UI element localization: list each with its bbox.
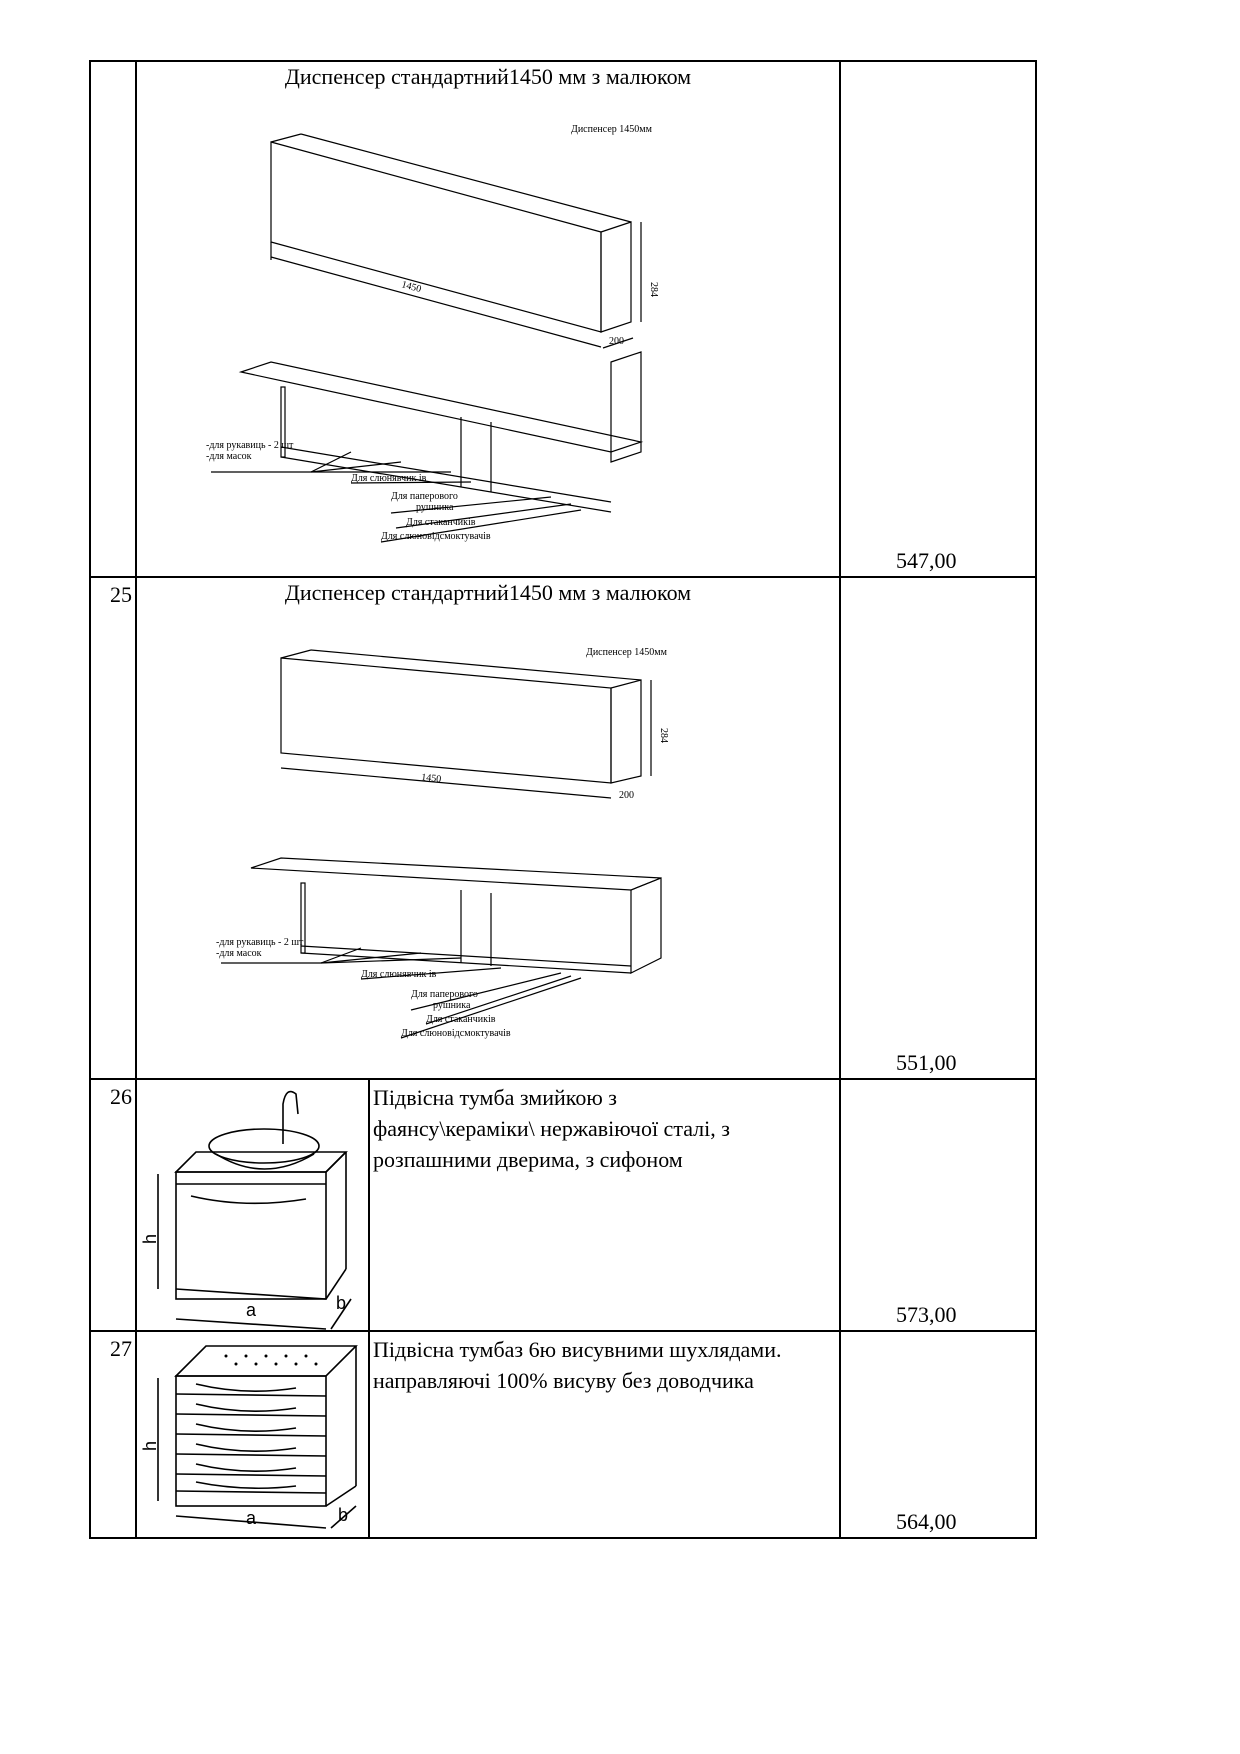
item-price: 547,00 xyxy=(896,548,957,573)
table-row: 25 Диспенсер стандартний1450 мм з малюко… xyxy=(89,578,1037,1080)
row-number xyxy=(91,62,137,576)
dim-height: 284 xyxy=(648,282,659,297)
description-line: Підвісна тумбаз 6ю висувними шухлядами. xyxy=(373,1337,782,1362)
row-number: 27 xyxy=(91,1332,137,1537)
item-description: Підвісна тумбаз 6ю висувними шухлядами. … xyxy=(373,1334,835,1396)
price-table: Диспенсер стандартний1450 мм з малюком xyxy=(89,60,1037,1539)
drawing-label: -для рукавиць - 2 шт xyxy=(216,937,304,948)
drawing-label: Для слюновідсмоктувачів xyxy=(381,531,491,542)
drawing-label: -для масок xyxy=(216,948,262,959)
dim-length: 1450 xyxy=(400,279,422,295)
table-row: 26 h a b Підвісна тумба з xyxy=(89,1080,1037,1332)
row-number: 25 xyxy=(91,578,137,1078)
row-number: 26 xyxy=(91,1080,137,1330)
drawing-label: -для рукавиць - 2 шт xyxy=(206,440,294,451)
drawing-caption: Диспенсер 1450мм xyxy=(586,647,668,658)
dim-length: 1450 xyxy=(421,772,442,785)
drawing-label: -для масок xyxy=(206,451,252,462)
dispenser-drawing: Диспенсер 1450мм 1450 284 200 -для рукав… xyxy=(206,124,659,543)
dim-b: b xyxy=(336,1293,346,1313)
dim-a: a xyxy=(246,1300,257,1320)
drawing-caption: Диспенсер 1450мм xyxy=(571,124,653,135)
drawer-cabinet-drawing: h a b xyxy=(140,1345,358,1529)
description-line: фаянсу\кераміки\ нержавіючої сталі, з xyxy=(373,1116,730,1141)
dispenser-drawing: Диспенсер 1450мм 1450 284 200 -для рукав… xyxy=(216,647,669,1039)
dim-b: b xyxy=(338,1505,348,1525)
sink-cabinet-drawing: h a b xyxy=(140,1090,352,1330)
drawing-label: Для паперового xyxy=(411,989,478,1000)
table-row: 27 h a b Пі xyxy=(89,1332,1037,1539)
drawing-label: рушника xyxy=(416,502,454,513)
drawing-label: Для слюнявчик ів xyxy=(351,473,427,484)
drawing-label: Для паперового xyxy=(391,491,458,502)
drawing-label: Для стаканчиків xyxy=(406,517,476,528)
dim-height: 284 xyxy=(658,728,669,743)
item-price: 564,00 xyxy=(896,1509,957,1534)
description-line: направляючі 100% висуву без доводчика xyxy=(373,1368,754,1393)
dim-h: h xyxy=(140,1441,160,1451)
dim-h: h xyxy=(140,1234,160,1244)
description-line: розпашними дверима, з сифоном xyxy=(373,1147,683,1172)
drawing-label: Для слюновідсмоктувачів xyxy=(401,1028,511,1039)
dim-depth: 200 xyxy=(619,790,634,801)
drawing-label: Для слюнявчик ів xyxy=(361,969,437,980)
dim-a: a xyxy=(246,1508,257,1528)
item-price: 573,00 xyxy=(896,1302,957,1327)
drawing-label: рушника xyxy=(433,1000,471,1011)
table-row: Диспенсер стандартний1450 мм з малюком xyxy=(89,60,1037,578)
dim-depth: 200 xyxy=(609,336,624,347)
description-line: Підвісна тумба змийкою з xyxy=(373,1085,617,1110)
item-title: Диспенсер стандартний1450 мм з малюком xyxy=(284,580,692,605)
item-description: Підвісна тумба змийкою з фаянсу\кераміки… xyxy=(373,1082,835,1175)
drawing-label: Для стаканчиків xyxy=(426,1014,496,1025)
item-price: 551,00 xyxy=(896,1050,957,1075)
item-title: Диспенсер стандартний1450 мм з малюком xyxy=(284,64,692,89)
